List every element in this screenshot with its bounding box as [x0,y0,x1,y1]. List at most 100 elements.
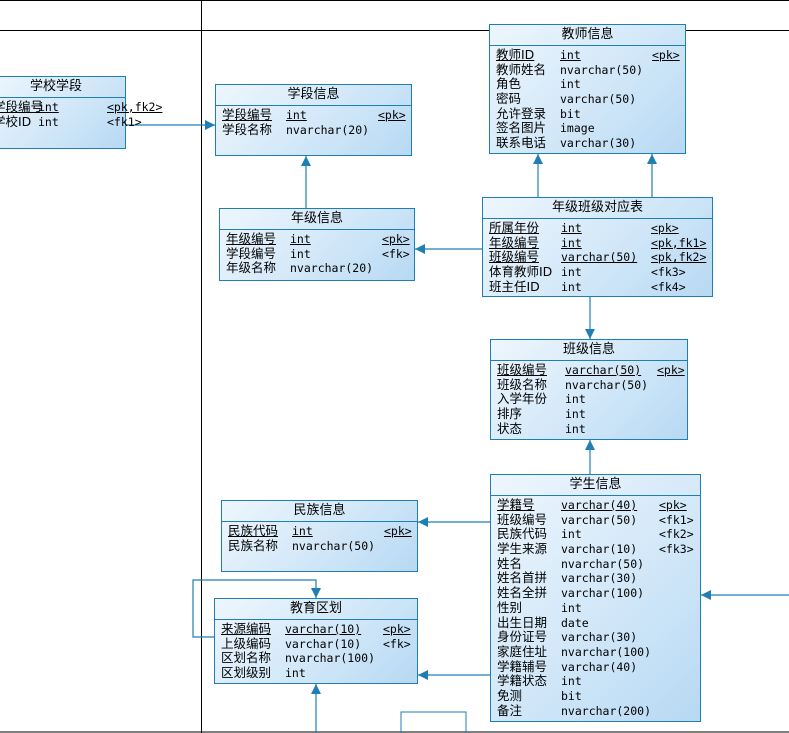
attribute-name: 家庭住址 [497,643,548,659]
attribute-name: 学籍状态 [497,673,548,689]
attribute-type: nvarchar(50) [292,538,376,553]
attribute-name: 出生日期 [497,614,548,630]
entity-title: 班级信息 [491,340,687,361]
entity-title: 学生信息 [491,475,700,496]
attribute-row: 班级名称 nvarchar(50) [497,376,683,393]
attribute-name: 状态 [497,420,523,436]
attribute-row: 家庭住址 nvarchar(100) [497,643,696,660]
entity-school-stage[interactable]: 学校学段学段编号int<pk,fk2>学校IDint<fk1> [0,76,162,149]
attribute-name: 备注 [497,702,523,718]
attribute-name: 班级编号 [497,511,548,527]
attribute-type: varchar(30) [560,136,637,151]
relationship-lines [126,120,789,733]
attribute-key: <pk> [383,622,411,636]
attribute-key: <pk> [659,498,687,512]
attribute-type: int [286,108,307,122]
entity-title: 教师信息 [490,25,685,46]
attribute-name: 姓名 [497,555,523,571]
attribute-key: <pk> [382,232,410,246]
attribute-key: <pk,fk2> [651,250,707,265]
attribute-type: varchar(10) [285,622,362,636]
attribute-name: 教师ID [496,47,535,62]
attribute-type: bit [560,106,581,121]
attribute-type: nvarchar(50) [561,556,645,571]
attribute-type: varchar(10) [561,542,638,557]
attribute-name: 允许登录 [496,105,547,121]
attribute-type: int [38,114,59,129]
attribute-name: 排序 [497,406,523,422]
attribute-type: image [560,121,595,136]
attribute-row: 学籍号 varchar(40) <pk> [497,497,696,513]
attribute-key: <pk> [384,524,412,538]
attribute-name: 区划名称 [221,650,272,666]
attribute-type: nvarchar(50) [565,377,649,392]
attribute-type: int [38,100,59,114]
attribute-name: 入学年份 [497,391,548,407]
attribute-name: 学籍号 [497,497,535,512]
attribute-key: <fk3> [651,265,686,280]
attribute-key: <pk> [378,108,406,122]
entity-title: 年级信息 [220,209,414,230]
attribute-name: 民族代码 [228,523,279,538]
partial-entity-outline [400,711,467,733]
attribute-type: nvarchar(100) [561,644,652,659]
attribute-name: 学生来源 [497,541,548,557]
attribute-name: 学籍辅号 [497,658,548,674]
attribute-type: varchar(30) [561,630,638,645]
attribute-name: 民族代码 [497,526,548,542]
attribute-key: <fk> [383,636,411,651]
attribute-name: 联系电话 [496,135,547,151]
attribute-name: 年级编号 [226,231,277,246]
attribute-key: <pk,fk1> [651,235,707,250]
attribute-type: int [565,407,586,422]
attribute-type: varchar(50) [561,512,638,527]
attribute-type: varchar(50) [565,363,642,377]
attribute-name: 班级名称 [497,376,548,392]
attribute-type: int [565,392,586,407]
attribute-type: int [565,421,586,436]
attribute-row: 允许登录 bit [496,105,681,122]
entity-title: 学段信息 [216,85,411,106]
attribute-key: <pk> [651,221,679,235]
attribute-name: 性别 [497,599,523,615]
attribute-key: <fk4> [651,279,686,294]
attribute-row: 联系电话 varchar(30) [496,135,681,151]
attribute-type: varchar(100) [561,586,645,601]
attribute-type: int [561,279,582,294]
attribute-key: <fk> [382,246,410,261]
rel-region-self [192,579,321,638]
attribute-type: int [290,246,311,261]
entity-title: 年级班级对应表 [483,198,712,219]
attribute-type: varchar(30) [561,571,638,586]
attribute-type: varchar(40) [561,498,638,512]
